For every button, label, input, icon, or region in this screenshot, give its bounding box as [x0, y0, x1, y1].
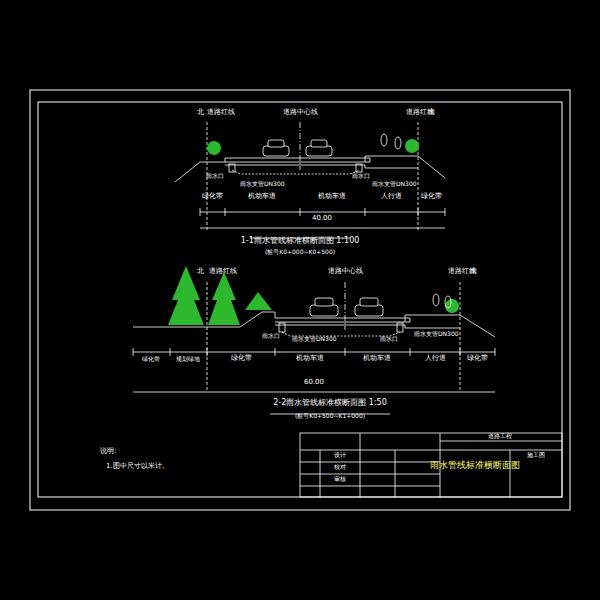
drawing-label: 校对: [334, 464, 346, 471]
drawing-label: 南: [428, 109, 435, 117]
drawing-label: 道路红线: [207, 109, 235, 117]
drawing-label: 人行道: [381, 193, 402, 201]
drawing-label: 北: [197, 109, 204, 117]
drawing-label: 雨水口: [262, 333, 280, 340]
drawing-label: 道路工程: [488, 433, 512, 440]
drawing-label: 人行道: [425, 355, 446, 363]
drawing-label: 雨水支管DN300: [372, 181, 417, 188]
drawing-label: 绿化带: [467, 355, 488, 363]
drawing-label: 2-2雨水管线标准横断面图 1:50: [273, 399, 387, 408]
drawing-label: 机动车道: [248, 193, 276, 201]
drawing-label: 雨水支管DN300: [292, 336, 337, 343]
drawing-label: 雨水口: [206, 173, 224, 180]
drawing-label: 绿化带: [202, 193, 223, 201]
drawing-label: 南: [470, 268, 477, 276]
drawing-label: 绿化带: [231, 355, 252, 363]
drawing-label: (桩号K0+500~K1+000): [295, 413, 365, 420]
drawing-label: 道路红线: [209, 268, 237, 276]
drawing-label: 机动车道: [363, 355, 391, 363]
drawing-label: 雨水管线标准横断面图: [430, 461, 520, 471]
drawing-label: 1.图中尺寸以米计。: [106, 463, 169, 471]
drawing-label: 北: [197, 268, 204, 276]
drawing-label: 绿化带: [142, 356, 160, 363]
drawing-label: 机动车道: [318, 193, 346, 201]
drawing-label: 审核: [334, 476, 346, 483]
drawing-label: 雨水口: [352, 173, 370, 180]
drawing-label: (桩号K0+000~K0+500): [265, 249, 335, 256]
drawing-label: 40.00: [312, 215, 332, 223]
drawing-label: 说明:: [100, 448, 116, 456]
drawing-label: 雨水口: [380, 336, 398, 343]
drawing-label: 绿化带: [421, 193, 442, 201]
drawing-label: 施工图: [527, 452, 545, 459]
drawing-label: 机动车道: [296, 355, 324, 363]
drawing-label: 道路中心线: [283, 109, 318, 117]
drawing-label: 规划绿地: [176, 356, 200, 363]
drawing-label: 雨水支管DN300: [240, 181, 285, 188]
drawing-label: 雨水支管DN300: [414, 331, 459, 338]
drawing-label: 1-1雨水管线标准横断面图 1:100: [241, 237, 360, 246]
drawing-label: 道路中心线: [328, 268, 363, 276]
drawing-label: 设计: [334, 452, 346, 459]
drawing-label: 60.00: [304, 379, 324, 387]
